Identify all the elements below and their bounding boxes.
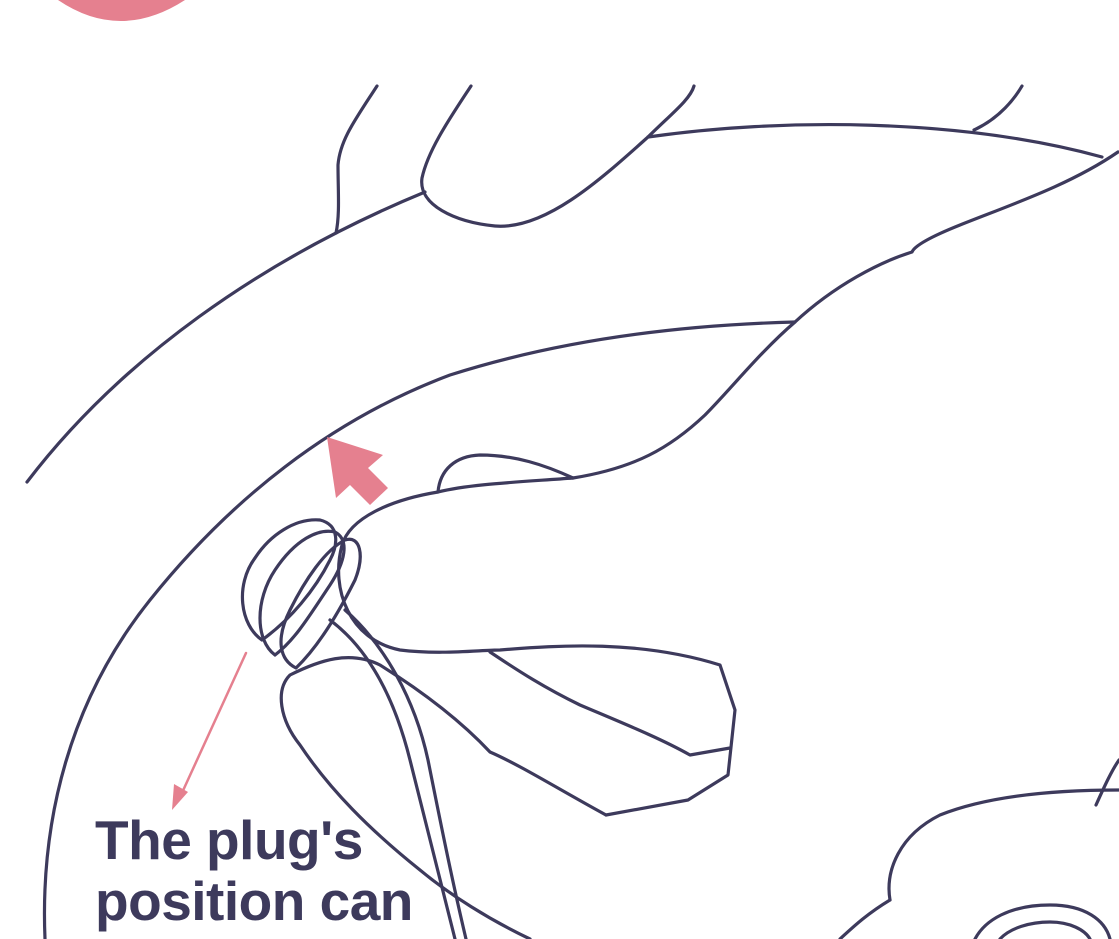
bottom-right-curve-left — [840, 900, 890, 939]
hand-contour — [573, 152, 1118, 478]
caption-line-1: The plug's — [95, 810, 515, 871]
thumb-crease — [490, 652, 730, 755]
up-left-arrow-icon — [327, 437, 388, 505]
step-badge-circle — [58, 0, 185, 21]
bottom-right-shape — [889, 790, 1119, 900]
finger-middle — [422, 86, 694, 226]
finger-left — [336, 86, 377, 233]
thumb-contour — [339, 478, 735, 815]
caption-line-2: position can — [95, 871, 515, 932]
instruction-caption: The plug's position can — [95, 810, 515, 932]
bottom-right-spiral-inner — [1000, 922, 1090, 939]
earplug-body — [281, 539, 360, 668]
callout-arrow-icon — [172, 653, 246, 810]
head-right-edge — [974, 86, 1022, 130]
head-outer-contour — [27, 192, 425, 482]
earplug-tip-outer — [242, 520, 335, 640]
head-top-contour — [648, 125, 1102, 157]
bottom-right-stem — [1096, 760, 1119, 805]
